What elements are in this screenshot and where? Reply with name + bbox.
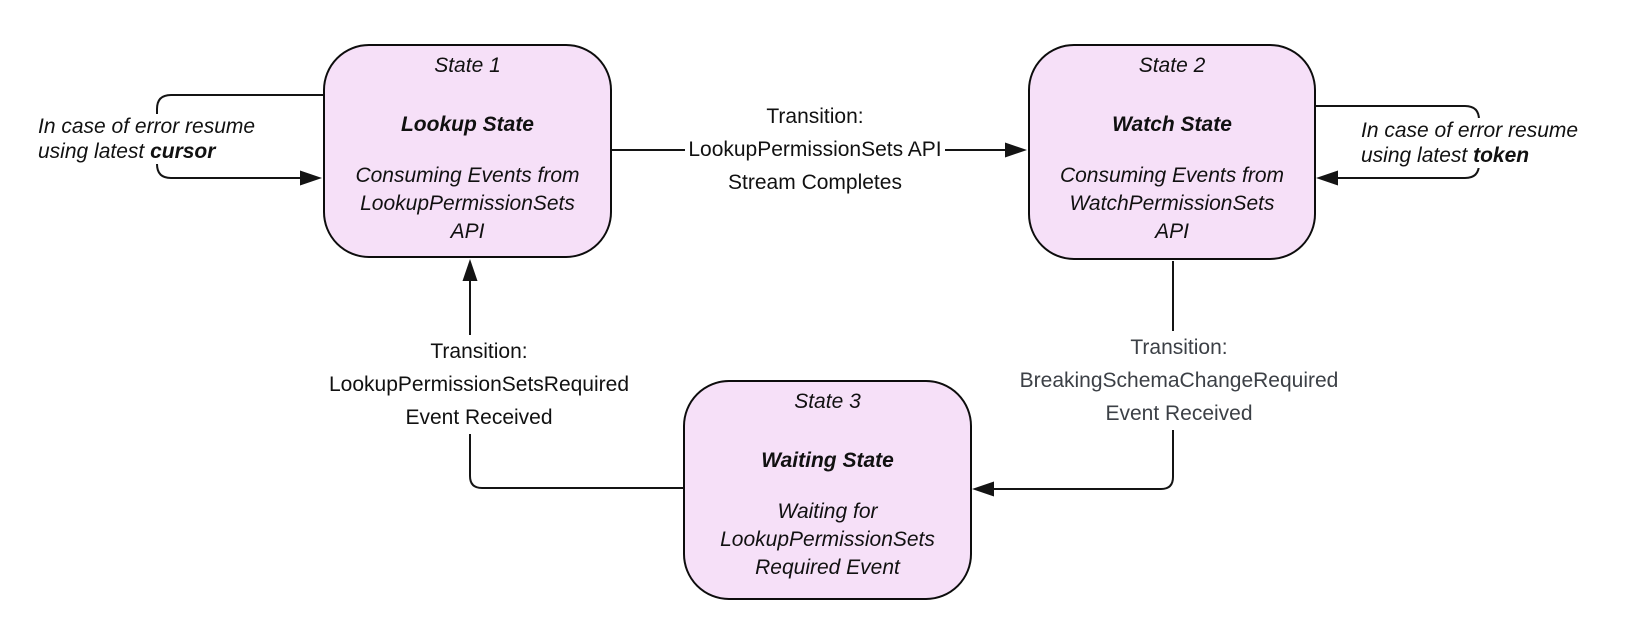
state-description-line: Consuming Events from [1059, 164, 1285, 187]
arrow-waiting-to-lookup [462, 259, 683, 489]
annotation-line: using latest token [1361, 143, 1578, 168]
transition-label-line: Transition: [1130, 336, 1228, 359]
state-box-waiting: State 3 Waiting State Waiting for Lookup… [683, 380, 972, 600]
transition-label-line: Event Received [405, 406, 553, 429]
transition-label-line: BreakingSchemaChangeRequired [1019, 369, 1339, 392]
state-title: State 1 [434, 54, 501, 77]
transition-label-line: LookupPermissionSetsRequired [329, 373, 629, 396]
transition-label-line: Transition: [430, 340, 528, 363]
arrow-watch-to-waiting [972, 261, 1174, 497]
annotation-keyword: token [1473, 144, 1530, 167]
state-name: Waiting State [761, 449, 894, 472]
state-title: State 3 [794, 390, 861, 413]
state-name: Watch State [1112, 113, 1232, 136]
state-description-line: WatchPermissionSets [1069, 192, 1275, 215]
state-description: Waiting for LookupPermissionSets Require… [720, 498, 935, 582]
transition-label-line: Transition: [766, 105, 864, 128]
transition-label-line: LookupPermissionSets API [688, 138, 942, 161]
state-box-watch: State 2 Watch State Consuming Events fro… [1028, 44, 1316, 260]
state-description: Consuming Events from LookupPermissionSe… [355, 162, 579, 246]
state-description-line: LookupPermissionSets [360, 192, 575, 215]
transition-label-lookup-to-watch: Transition: LookupPermissionSets API Str… [685, 100, 945, 199]
annotation-line: using latest cursor [38, 139, 255, 164]
state-description-line: Waiting for [777, 500, 878, 523]
annotation-error-token: In case of error resume using latest tok… [1358, 118, 1582, 168]
state-name: Lookup State [400, 113, 534, 136]
state-description: Consuming Events from WatchPermissionSet… [1060, 162, 1284, 246]
state-description-line: API [1155, 220, 1189, 243]
transition-label-line: Stream Completes [728, 171, 902, 194]
state-title: State 2 [1138, 54, 1206, 77]
transition-label-line: Event Received [1105, 402, 1253, 425]
state-description-line: LookupPermissionSets [720, 528, 935, 551]
state-description-line: Required Event [755, 556, 900, 579]
annotation-line-prefix: using latest [1361, 144, 1474, 167]
state-description-line: Consuming Events from [355, 164, 580, 187]
annotation-keyword: cursor [150, 140, 216, 163]
transition-label-watch-to-waiting: Transition: BreakingSchemaChangeRequired… [1007, 331, 1351, 430]
annotation-line: In case of error resume [38, 115, 256, 138]
annotation-line: In case of error resume [1361, 119, 1579, 142]
state-box-lookup: State 1 Lookup State Consuming Events fr… [323, 44, 612, 258]
annotation-line-prefix: using latest [38, 140, 151, 163]
transition-label-waiting-to-lookup: Transition: LookupPermissionSetsRequired… [314, 335, 644, 434]
annotation-error-cursor: In case of error resume using latest cur… [35, 114, 259, 164]
state-description-line: API [450, 220, 485, 243]
